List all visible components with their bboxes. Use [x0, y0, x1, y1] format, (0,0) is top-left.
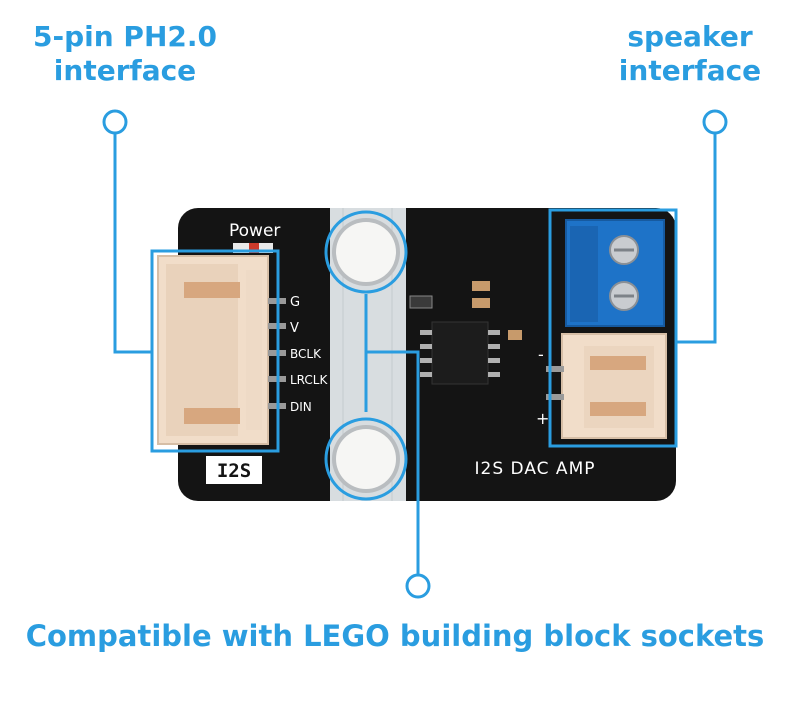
ph2-callout-line2: interface	[53, 54, 197, 87]
pin-label-v: V	[290, 321, 299, 336]
lego-hole-top	[324, 210, 408, 294]
speaker-connector	[546, 333, 667, 439]
i2s-badge-text: I2S	[217, 460, 251, 482]
ph2-interface-callout: 5-pin PH2.0 interface	[20, 20, 230, 88]
i2s-badge	[206, 456, 262, 484]
power-label: Power	[229, 221, 280, 241]
speaker-screw-terminal	[565, 219, 665, 327]
pin-label-g: G	[290, 295, 300, 310]
speaker-highlight-frame	[548, 208, 678, 448]
speaker-callout-line1: speaker	[627, 20, 753, 53]
ph2-callout-line1: 5-pin PH2.0	[33, 20, 217, 53]
leader-lines	[102, 109, 728, 599]
smd-components	[409, 281, 522, 340]
speaker-interface-callout: speaker interface	[595, 20, 785, 88]
dac-chip	[420, 321, 500, 385]
polarity-minus: -	[538, 345, 544, 364]
pin-label-din: DIN	[290, 400, 312, 414]
speaker-callout-line2: interface	[618, 54, 762, 87]
board-name: I2S DAC AMP	[475, 459, 596, 479]
pin-label-lrclk: LRCLK	[290, 373, 328, 387]
pin-label-bclk: BCLK	[290, 347, 322, 361]
lego-hole-bottom	[324, 417, 408, 501]
polarity-plus: +	[536, 409, 549, 428]
ph2-connector	[157, 255, 269, 445]
lego-compatibility-callout: Compatible with LEGO building block sock…	[25, 619, 765, 653]
